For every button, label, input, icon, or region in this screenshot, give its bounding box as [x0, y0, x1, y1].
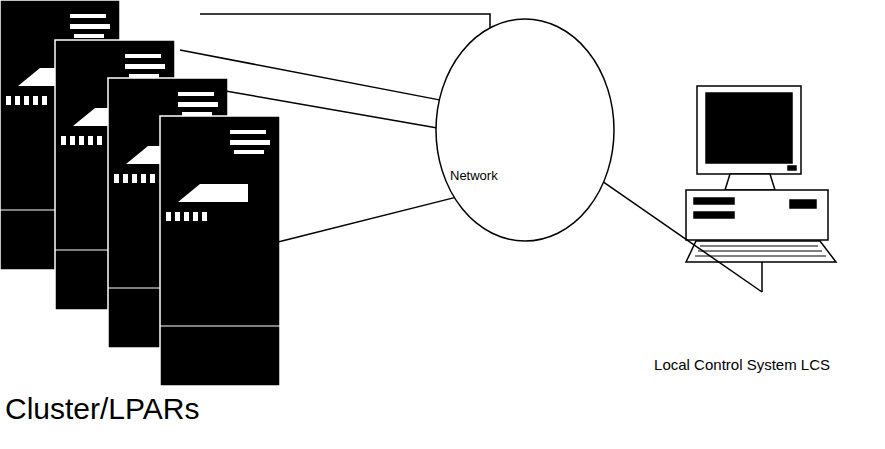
tower-led: [61, 136, 66, 145]
drive-slot: [694, 198, 734, 204]
workstation-node: Local Control System LCS: [580, 80, 840, 390]
network-circle: Network: [435, 18, 615, 242]
circle-shape: [436, 19, 614, 241]
drive-bay: [178, 184, 248, 202]
tower-led: [184, 212, 189, 221]
tower-slot: [178, 102, 218, 107]
cable: [761, 262, 763, 292]
system-unit: [686, 190, 828, 240]
tower-led: [193, 212, 198, 221]
drive-slot: [694, 212, 734, 218]
computer: [686, 86, 836, 292]
tower-slot: [74, 34, 104, 38]
monitor-screen: [706, 93, 792, 163]
network-link: [200, 14, 490, 28]
monitor-button: [788, 166, 796, 170]
tower-led: [70, 136, 75, 145]
tower-slot: [70, 24, 110, 29]
tower-slot: [70, 14, 106, 18]
tower-led: [6, 96, 11, 105]
tower-led: [150, 174, 155, 183]
tower-led: [97, 136, 102, 145]
monitor-stand: [725, 174, 775, 190]
tower-led: [88, 136, 93, 145]
network-link: [208, 88, 436, 128]
tower-led: [132, 174, 137, 183]
tower-slot: [125, 54, 161, 58]
tower-led: [33, 96, 38, 105]
tower-led: [42, 96, 47, 105]
server-towers: [0, 0, 280, 386]
tower-slot: [178, 92, 214, 96]
tower-led: [24, 96, 29, 105]
tower-led: [202, 212, 207, 221]
keyboard: [686, 241, 836, 262]
keyboard-keys: [695, 246, 826, 256]
node-label: Cluster/LPARs: [5, 392, 200, 426]
tower-slot: [230, 140, 270, 145]
cluster-node: Cluster/LPARs: [0, 0, 290, 445]
server-tower: [160, 116, 280, 386]
tower-seam: [160, 326, 280, 327]
node-label: Local Control System LCS: [654, 356, 830, 373]
tower-led: [123, 174, 128, 183]
network-link: [278, 198, 454, 242]
floppy-slot: [790, 200, 816, 208]
tower-slot: [230, 130, 266, 134]
network-link: [604, 182, 762, 292]
network-link: [180, 50, 439, 100]
monitor-case: [697, 86, 801, 174]
tower-led: [15, 96, 20, 105]
tower-slot: [125, 64, 165, 69]
tower-led: [141, 174, 146, 183]
tower-led: [166, 212, 171, 221]
tower-led: [114, 174, 119, 183]
tower-slot: [234, 150, 264, 154]
circle-outline: [435, 18, 615, 242]
node-label: Network: [450, 168, 498, 183]
tower-led: [175, 212, 180, 221]
tower-led: [79, 136, 84, 145]
